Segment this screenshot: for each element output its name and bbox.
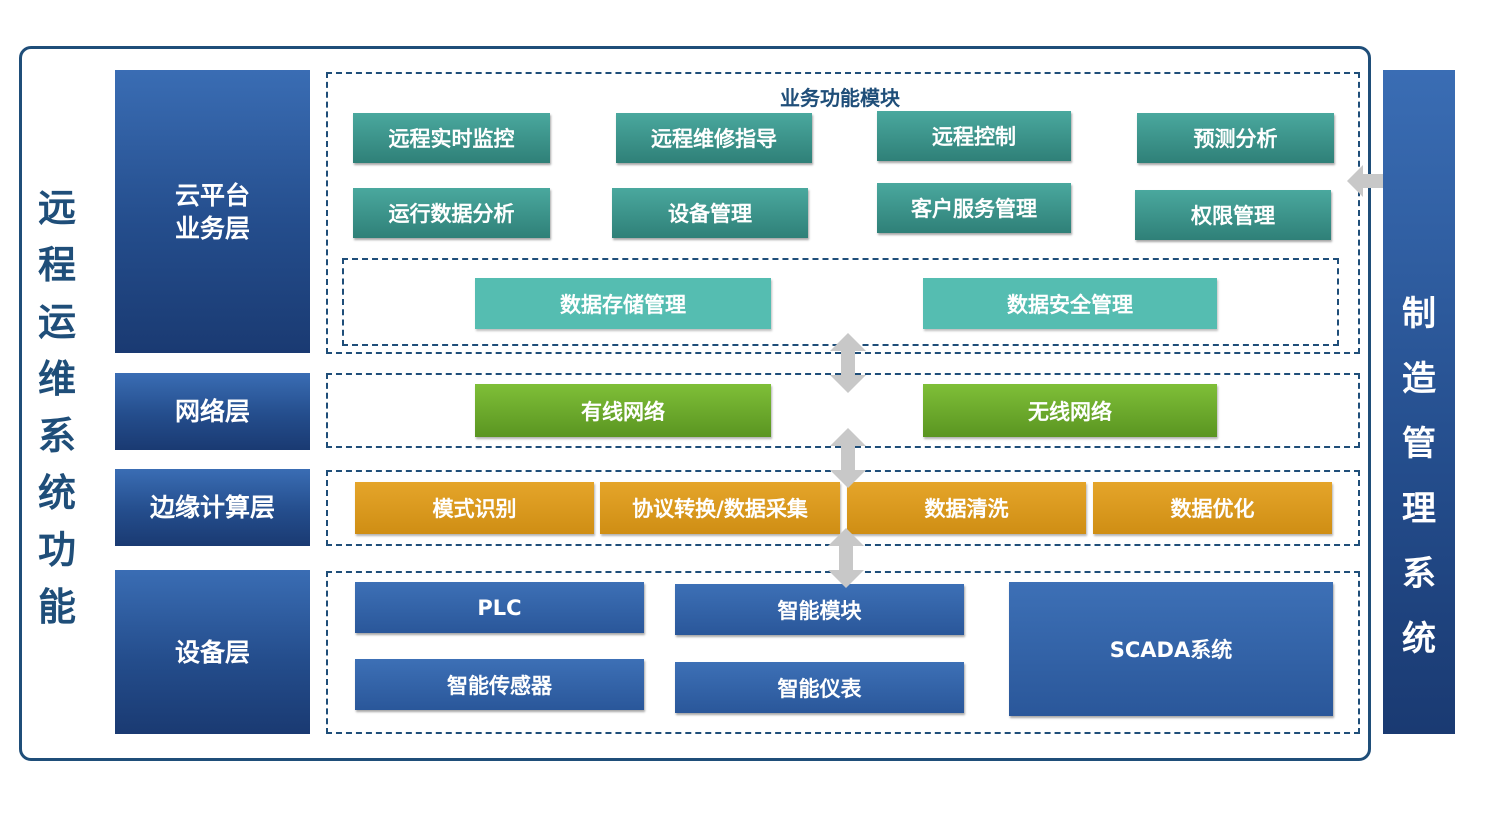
double-arrow-icon bbox=[830, 428, 866, 488]
right-title-char: 制 bbox=[1402, 294, 1436, 334]
left-title-char: 维 bbox=[37, 357, 76, 401]
device-plc: PLC bbox=[355, 582, 644, 633]
right-title-char: 系 bbox=[1402, 554, 1436, 594]
business-modules-title: 业务功能模块 bbox=[780, 86, 900, 110]
layer-network-label: 网络层 bbox=[115, 373, 310, 450]
double-arrow-icon bbox=[830, 333, 866, 393]
wireless-network-box: 无线网络 bbox=[923, 384, 1217, 437]
right-title-char: 造 bbox=[1402, 359, 1436, 399]
module-data-security: 数据安全管理 bbox=[923, 278, 1217, 329]
module-operation-data-analysis: 运行数据分析 bbox=[353, 188, 550, 238]
edge-pattern-recognition: 模式识别 bbox=[355, 482, 594, 534]
module-permission-management: 权限管理 bbox=[1135, 190, 1331, 240]
left-title-char: 统 bbox=[37, 471, 76, 515]
double-arrow-icon bbox=[828, 528, 864, 588]
right-title-char: 理 bbox=[1402, 489, 1436, 529]
outer-frame bbox=[19, 46, 1371, 761]
module-equipment-management: 设备管理 bbox=[612, 188, 808, 238]
right-title-char: 管 bbox=[1402, 424, 1436, 464]
left-system-title: 远 程 运 维 系 统 功 能 bbox=[32, 180, 82, 636]
layer-edge-label: 边缘计算层 bbox=[115, 469, 310, 546]
left-title-char: 程 bbox=[37, 243, 76, 287]
edge-protocol-conversion: 协议转换/数据采集 bbox=[600, 482, 840, 534]
edge-data-optimization: 数据优化 bbox=[1093, 482, 1332, 534]
right-title-char: 统 bbox=[1402, 619, 1436, 659]
layer-cloud-label: 云平台 业务层 bbox=[115, 70, 310, 353]
wired-network-box: 有线网络 bbox=[475, 384, 771, 437]
module-customer-service: 客户服务管理 bbox=[877, 183, 1071, 233]
manufacturing-management-system: 制 造 管 理 系 统 bbox=[1383, 70, 1455, 734]
module-predictive-analysis: 预测分析 bbox=[1137, 113, 1334, 163]
module-remote-monitoring: 远程实时监控 bbox=[353, 113, 550, 163]
module-remote-repair-guidance: 远程维修指导 bbox=[616, 113, 812, 163]
module-remote-control: 远程控制 bbox=[877, 111, 1071, 161]
left-title-char: 远 bbox=[37, 186, 76, 230]
device-smart-meter: 智能仪表 bbox=[675, 662, 964, 713]
edge-data-cleaning: 数据清洗 bbox=[847, 482, 1086, 534]
layer-device-label: 设备层 bbox=[115, 570, 310, 734]
left-title-char: 系 bbox=[37, 414, 76, 458]
device-smart-module: 智能模块 bbox=[675, 584, 964, 635]
left-title-char: 功 bbox=[37, 528, 76, 572]
left-title-char: 能 bbox=[37, 585, 76, 629]
device-scada-system: SCADA系统 bbox=[1009, 582, 1333, 716]
left-title-char: 运 bbox=[37, 300, 76, 344]
device-smart-sensor: 智能传感器 bbox=[355, 659, 644, 710]
module-data-storage: 数据存储管理 bbox=[475, 278, 771, 329]
